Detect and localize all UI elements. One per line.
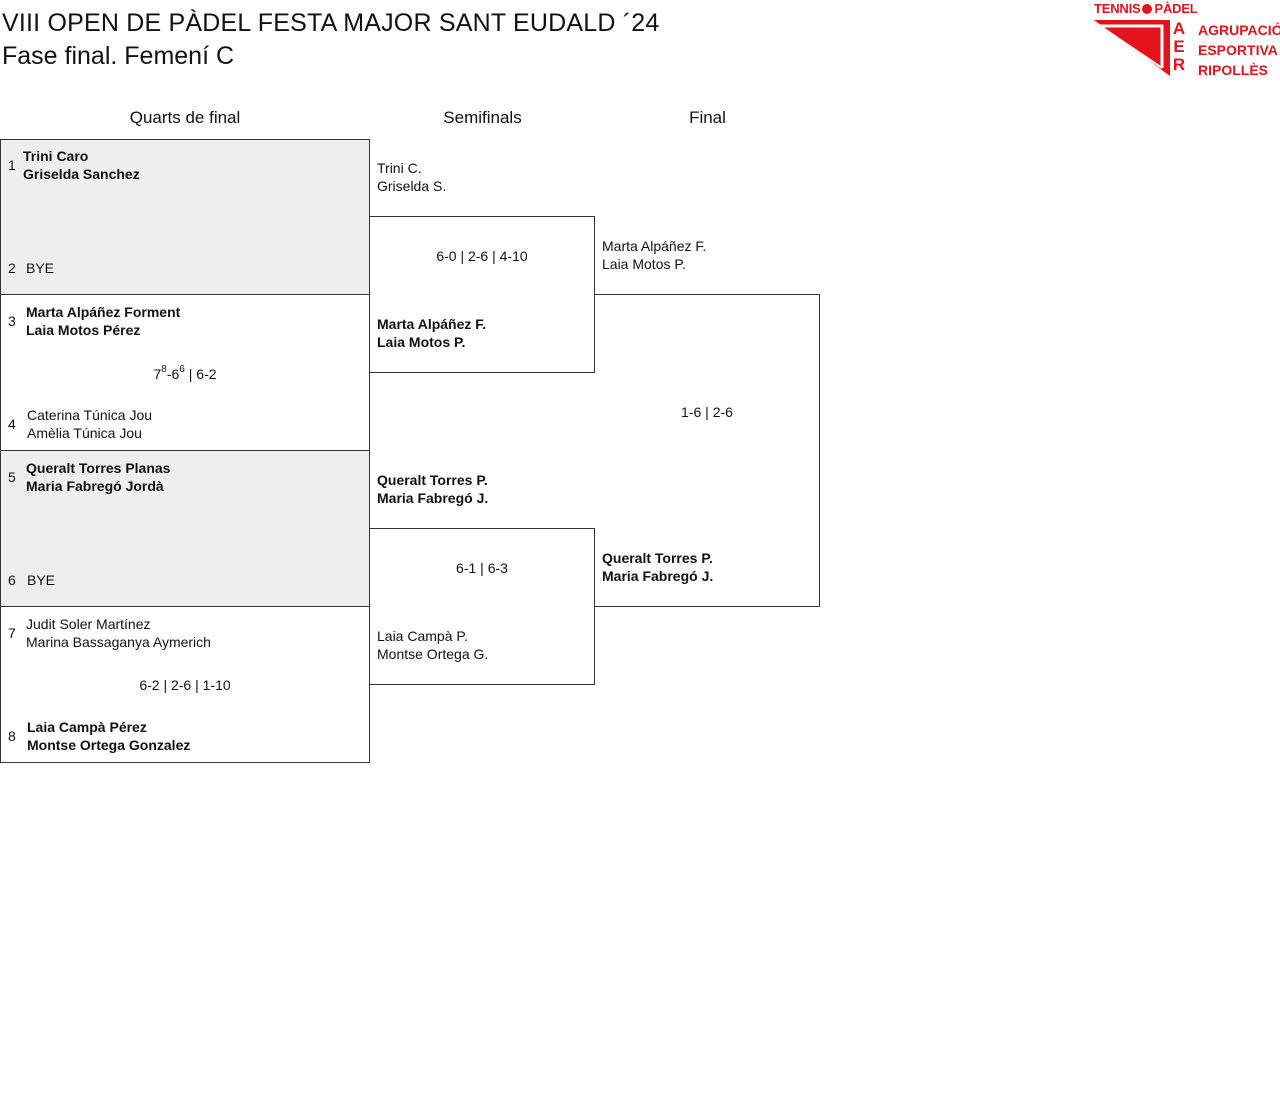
player-name: Marina Bassaganya Aymerich (26, 634, 211, 650)
player-name: BYE (26, 260, 55, 276)
logo-text: AGRUPACIÓ ESPORTIVA RIPOLLÈS (1198, 22, 1280, 78)
player-name: BYE (27, 572, 56, 588)
player-name: Laia Motos Pérez (26, 322, 141, 338)
final-match (594, 294, 820, 607)
seed-number: 5 (8, 469, 16, 485)
player-name: Amèlia Túnica Jou (27, 425, 142, 441)
player-name: Montse Ortega G. (377, 646, 489, 662)
column-header-quarters: Quarts de final (129, 108, 241, 127)
match-score: 1-6 | 2-6 (681, 404, 733, 420)
triangle-emblem-icon (1094, 20, 1170, 76)
player-name: Maria Fabregó Jordà (26, 478, 164, 494)
player-name: Trini C. (377, 160, 422, 176)
player-name: Laia Campà P. (377, 628, 468, 644)
seed-number: 3 (8, 313, 16, 329)
page-title: VIII OPEN DE PÀDEL FESTA MAJOR SANT EUDA… (2, 9, 660, 37)
page-subtitle: Fase final. Femení C (2, 42, 235, 70)
player-name: Laia Campà Pérez (27, 719, 147, 735)
seed-number: 4 (8, 416, 16, 432)
player-name: Trini Caro (23, 148, 89, 164)
quarterfinal-match-1 (0, 139, 370, 295)
player-name: Queralt Torres Planas (26, 460, 171, 476)
seed-number: 7 (8, 625, 16, 641)
column-header-final: Final (689, 108, 726, 127)
column-header-semis: Semifinals (443, 108, 522, 127)
seed-number: 1 (8, 157, 16, 173)
player-name: Maria Fabregó J. (602, 568, 714, 584)
player-name: Griselda Sanchez (23, 166, 140, 182)
seed-number: 6 (8, 572, 16, 588)
match-score: 6-1 | 6-3 (456, 560, 508, 576)
player-name: Montse Ortega Gonzalez (27, 737, 191, 753)
seed-number: 8 (8, 728, 16, 744)
player-name: Queralt Torres P. (602, 550, 713, 566)
quarterfinal-match-3 (0, 450, 370, 607)
player-name: Marta Alpáñez Forment (26, 304, 181, 320)
seed-number: 2 (8, 260, 16, 276)
match-score: 6-0 | 2-6 | 4-10 (436, 248, 528, 264)
player-name: Griselda S. (377, 178, 447, 194)
logo-letters: A E R (1172, 19, 1186, 74)
player-name: Laia Motos P. (377, 334, 466, 350)
player-name: Marta Alpáñez F. (602, 238, 707, 254)
player-name: Laia Motos P. (602, 256, 686, 272)
player-name: Queralt Torres P. (377, 472, 488, 488)
player-name: Marta Alpáñez F. (377, 316, 487, 332)
player-name: Maria Fabregó J. (377, 490, 489, 506)
match-score: 78-66 | 6-2 (153, 364, 217, 382)
player-name: Judit Soler Martínez (26, 616, 151, 632)
tennis-ball-icon (1142, 4, 1153, 14)
player-name: Caterina Túnica Jou (27, 407, 153, 423)
match-score: 6-2 | 2-6 | 1-10 (139, 677, 231, 693)
